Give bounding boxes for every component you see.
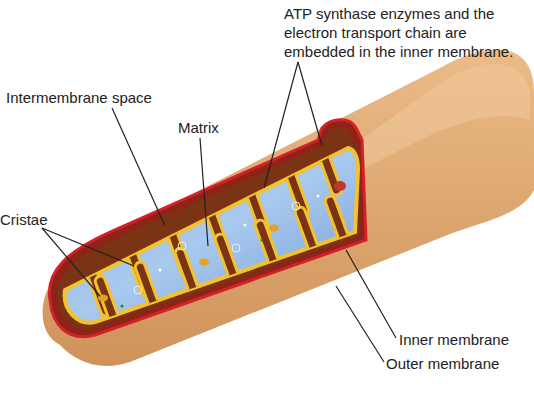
outer-membrane: [49, 120, 366, 337]
leader-lines: [42, 62, 396, 362]
granule: [244, 224, 247, 227]
cristae-group: [84, 146, 350, 329]
leader-line: [42, 228, 134, 266]
part-label: Inner membrane: [399, 330, 534, 349]
ribosome: [134, 286, 142, 294]
ribosome: [178, 242, 186, 250]
callout-note: ATP synthase enzymes and the electron tr…: [284, 4, 534, 61]
granule: [159, 269, 162, 272]
leader-line: [336, 286, 384, 362]
leader-line: [112, 108, 165, 226]
part-label: Outer membrane: [386, 354, 534, 373]
crista: [254, 219, 282, 273]
granule: [261, 239, 264, 242]
leader-line: [346, 250, 396, 338]
part-label: Cristae: [0, 210, 80, 229]
atp-synthase: [269, 225, 279, 232]
ribosome: [232, 244, 240, 252]
intermembrane-space: [58, 127, 360, 328]
leader-line: [298, 62, 322, 146]
crista: [214, 233, 242, 287]
part-label: Intermembrane space: [6, 88, 176, 107]
atp-synthase: [334, 181, 346, 191]
ribosome: [292, 202, 300, 210]
crista: [294, 206, 322, 260]
leader-line: [200, 138, 208, 246]
granule: [317, 195, 320, 198]
leader-line: [42, 228, 100, 296]
matrix-particles: [98, 181, 346, 308]
crista: [94, 275, 122, 329]
crista: [324, 195, 350, 245]
part-label: Matrix: [178, 118, 258, 137]
crista: [174, 247, 202, 301]
crista: [134, 261, 162, 315]
atp-synthase: [199, 259, 209, 266]
leader-line: [264, 62, 298, 188]
granule: [121, 305, 124, 308]
body-highlight: [360, 64, 530, 168]
